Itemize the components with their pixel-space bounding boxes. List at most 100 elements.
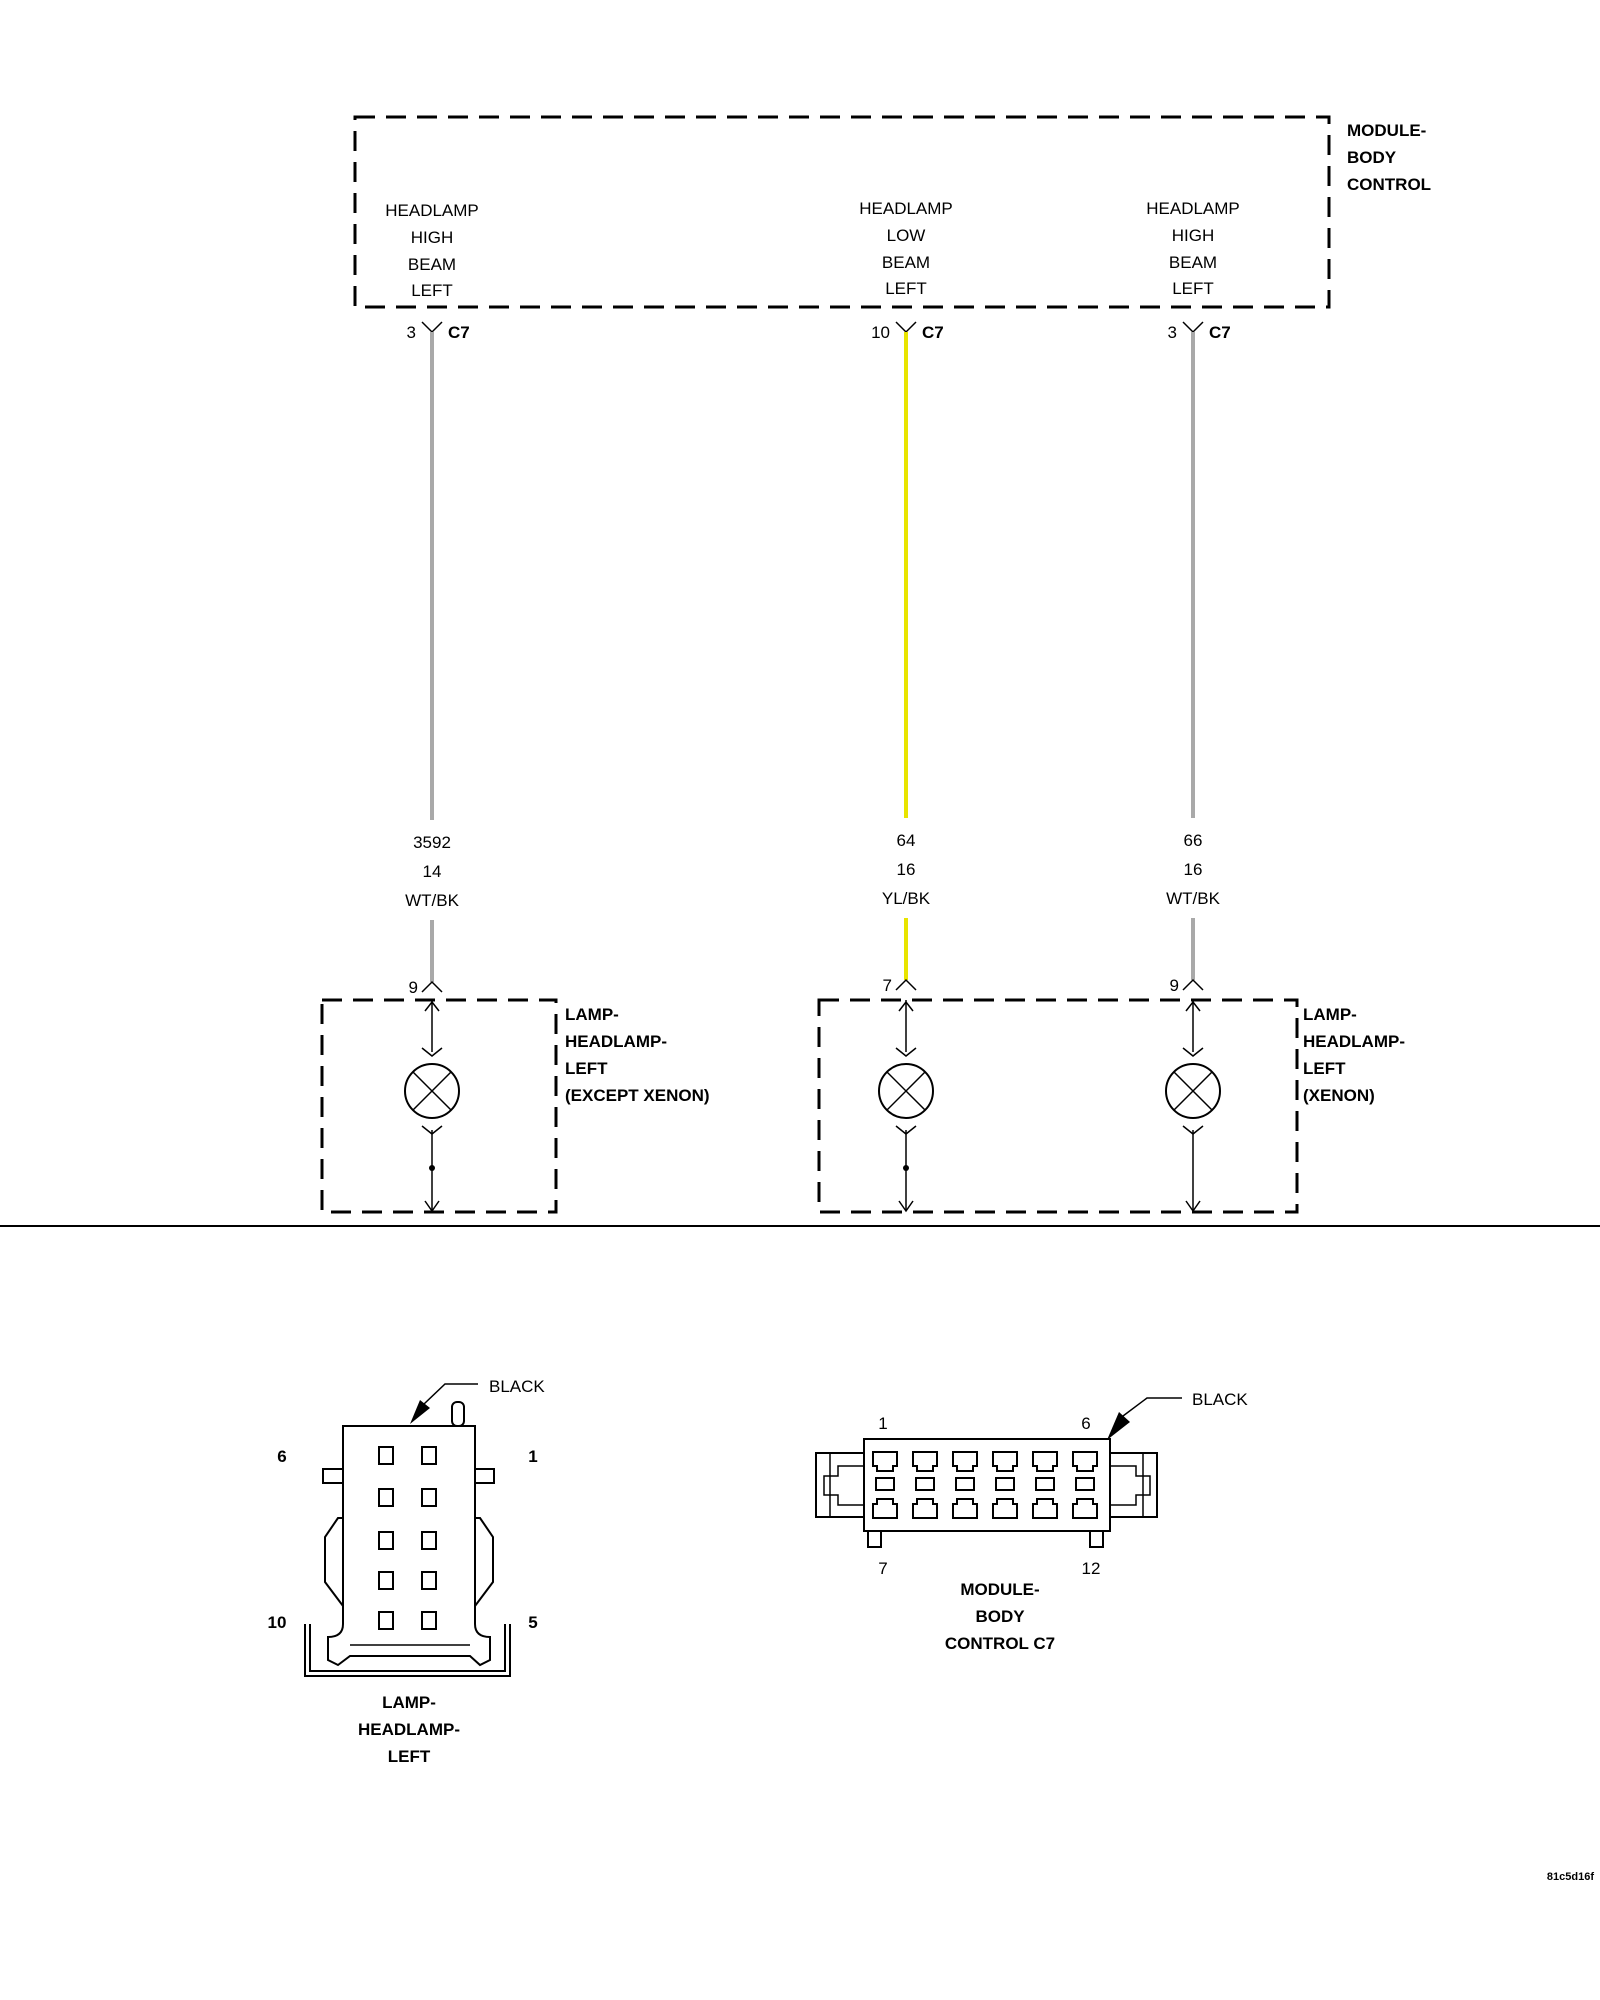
connector-symbol [1182, 321, 1204, 334]
cavity [1072, 1451, 1098, 1472]
module-title-line-3: CONTROL [1347, 175, 1431, 194]
pin-number: 7 [883, 976, 892, 995]
cavity [1032, 1498, 1058, 1519]
wire-gauge: 16 [897, 860, 916, 879]
lamp-headlamp-left-xenon: LAMP- HEADLAMP- LEFT (XENON) [817, 998, 1405, 1214]
connector-title-line-3: CONTROL C7 [945, 1634, 1055, 1653]
lamp-title-line-2: HEADLAMP- [565, 1032, 667, 1051]
pointer-arrow-icon [1107, 1412, 1130, 1440]
pin-number: 3 [1168, 323, 1177, 342]
connector-symbol [421, 980, 443, 993]
wire-circuit-number: 64 [897, 831, 916, 850]
svg-text:HEADLAMP: HEADLAMP [1146, 199, 1240, 218]
splice-dot [903, 1165, 909, 1171]
pin-label-6: 6 [1081, 1414, 1090, 1433]
connector-title-line-3: LEFT [388, 1747, 431, 1766]
lamp-headlamp-left-connector-view: BLACK 6 1 10 5 LAMP- HEADLAMP- LEFT [268, 1377, 546, 1766]
cavity [992, 1451, 1018, 1472]
svg-text:BEAM: BEAM [882, 253, 930, 272]
key-tab-right [1089, 1530, 1104, 1548]
cavity [872, 1451, 898, 1472]
connector-title-line-1: MODULE- [960, 1580, 1039, 1599]
cavity [912, 1451, 938, 1472]
cavity [421, 1488, 437, 1507]
cavity [1032, 1451, 1058, 1472]
module-connector-c7-pins: 3 C7 10 C7 3 C7 [407, 321, 1231, 342]
pin-label-10: 10 [268, 1613, 287, 1632]
splice-dot [429, 1165, 435, 1171]
svg-text:LEFT: LEFT [411, 281, 453, 300]
cavity [378, 1571, 394, 1590]
module-body-control-c7-connector-view: BLACK 1 6 7 12 MODULE- BODY CONTROL C7 [815, 1390, 1248, 1653]
wire-color-code: WT/BK [405, 891, 459, 910]
cavity-latch [875, 1477, 895, 1491]
cavity [1072, 1498, 1098, 1519]
cavity [421, 1446, 437, 1465]
connector-symbol [1182, 978, 1204, 991]
connector-title-line-2: BODY [975, 1607, 1025, 1626]
figure-id: 81c5d16f [1547, 1871, 1594, 1883]
wire-callouts: 3592 14 WT/BK 64 16 YL/BK 66 16 WT/BK [405, 831, 1220, 910]
circuit-label-low-beam-left: HEADLAMP LOW BEAM LEFT [859, 199, 953, 298]
connector-body [863, 1438, 1111, 1532]
connector-id: C7 [1209, 323, 1231, 342]
lamp-title-line-4: (XENON) [1303, 1086, 1375, 1105]
side-ear-left [815, 1452, 865, 1518]
cavity [872, 1498, 898, 1519]
connector-id: C7 [922, 323, 944, 342]
pin-number: 10 [871, 323, 890, 342]
pin-number: 9 [1170, 976, 1179, 995]
lamp-title-line-1: LAMP- [565, 1005, 619, 1024]
pin-label-12: 12 [1082, 1559, 1101, 1578]
cavity-latch [995, 1477, 1015, 1491]
cavity [421, 1611, 437, 1630]
lamp-boundary [817, 998, 1299, 1214]
pointer-arrow-icon [410, 1400, 430, 1424]
svg-text:HIGH: HIGH [411, 228, 454, 247]
wire-color-code: WT/BK [1166, 889, 1220, 908]
pin-label-7: 7 [878, 1559, 887, 1578]
cavity-latch [1035, 1477, 1055, 1491]
connector-color: BLACK [489, 1377, 545, 1396]
svg-text:BEAM: BEAM [1169, 253, 1217, 272]
module-body-control: MODULE- BODY CONTROL HEADLAMP HIGH BEAM … [353, 115, 1431, 309]
cavity [378, 1488, 394, 1507]
cavity [952, 1498, 978, 1519]
svg-text:LEFT: LEFT [885, 279, 927, 298]
pin-number: 3 [407, 323, 416, 342]
svg-text:HEADLAMP: HEADLAMP [385, 201, 479, 220]
lamp-title-line-3: LEFT [565, 1059, 608, 1078]
wire-gauge: 14 [423, 862, 442, 881]
connector-title-line-1: LAMP- [382, 1693, 436, 1712]
key-tab-left [867, 1530, 882, 1548]
connector-cavities [378, 1446, 437, 1630]
cavity [912, 1498, 938, 1519]
cavity-latch [1075, 1477, 1095, 1491]
wire-gauge: 16 [1184, 860, 1203, 879]
cavity [378, 1446, 394, 1465]
side-ear-right [1109, 1452, 1158, 1518]
cavity [421, 1531, 437, 1550]
wires [430, 332, 1195, 982]
svg-text:LOW: LOW [887, 226, 926, 245]
connector-symbol [895, 321, 917, 334]
connector-color: BLACK [1192, 1390, 1248, 1409]
connector-title-line-2: HEADLAMP- [358, 1720, 460, 1739]
pin-label-5: 5 [528, 1613, 537, 1632]
connector-symbol [895, 978, 917, 991]
lamp-connector-pins: 9 7 9 [409, 976, 1204, 997]
side-wing-left [324, 1517, 344, 1609]
lamp-boundary [320, 998, 558, 1214]
side-tab-left [322, 1468, 344, 1484]
circuit-label-high-beam-left-2: HEADLAMP HIGH BEAM LEFT [1146, 199, 1240, 298]
module-title-line-2: BODY [1347, 148, 1397, 167]
side-wing-right [474, 1517, 494, 1609]
module-boundary [353, 115, 1331, 309]
svg-text:LEFT: LEFT [1172, 279, 1214, 298]
svg-text:HEADLAMP: HEADLAMP [859, 199, 953, 218]
pin-number: 9 [409, 978, 418, 997]
cavity-latch [955, 1477, 975, 1491]
circuit-label-high-beam-left-1: HEADLAMP HIGH BEAM LEFT [385, 201, 479, 300]
cavity [992, 1498, 1018, 1519]
